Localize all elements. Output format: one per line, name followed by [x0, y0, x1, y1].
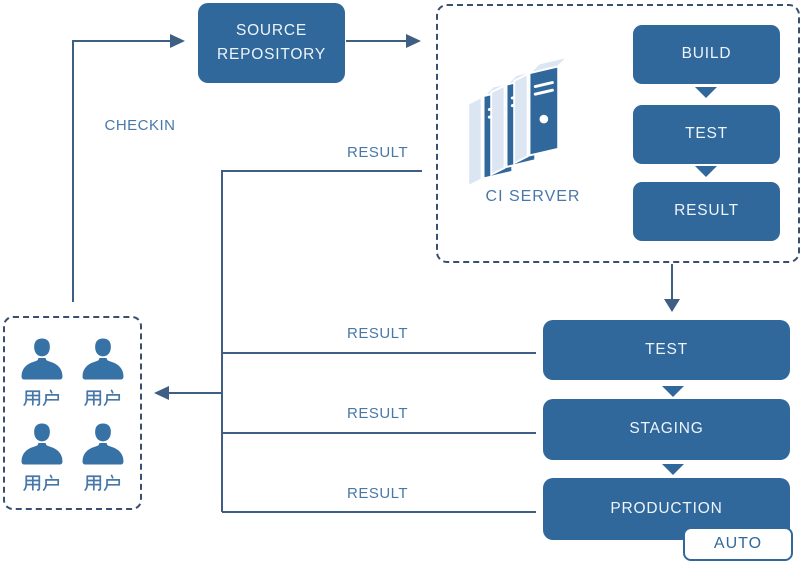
ci-step-test: TEST	[633, 105, 780, 164]
env-test-label: TEST	[645, 340, 688, 358]
server-icon	[466, 55, 570, 188]
arrowhead-into-users	[154, 386, 169, 400]
user-label-glyphs	[84, 474, 121, 491]
arrowhead-into-test	[664, 299, 680, 312]
arrowhead-into-ci	[406, 34, 421, 48]
user-cell: 用户	[73, 415, 135, 500]
env-production-label: PRODUCTION	[610, 499, 723, 517]
ci-server-label: CI SERVER	[485, 188, 581, 205]
person-icon	[21, 338, 63, 380]
source-repository-label-line1: SOURCE	[235, 21, 308, 39]
auto-badge-label: AUTO	[713, 535, 763, 552]
triangle-staging-to-production	[662, 464, 684, 475]
person-icon	[82, 423, 124, 465]
ci-step-test-label: TEST	[685, 125, 728, 143]
source-repository-label-line2: REPOSITORY	[216, 46, 327, 63]
result-edge-label-production: RESULT	[347, 485, 409, 502]
users-group: 用户 用户 用户 用户	[3, 316, 142, 510]
env-staging-node: STAGING	[543, 399, 790, 460]
user-cell: 用户	[73, 330, 135, 415]
auto-badge: AUTO	[683, 527, 793, 561]
result-edge-label-staging: RESULT	[347, 405, 409, 422]
checkin-line	[72, 40, 170, 302]
ci-step-result: RESULT	[633, 182, 780, 241]
ci-step-result-label: RESULT	[674, 202, 739, 220]
result-edge-label-test: RESULT	[347, 325, 409, 342]
user-cell: 用户	[11, 415, 73, 500]
result-edge-label-ci: RESULT	[347, 144, 409, 161]
user-cell: 用户	[11, 330, 73, 415]
ci-server-group: CI SERVER BUILD TEST RESULT	[436, 4, 800, 263]
user-label-glyphs	[23, 389, 59, 406]
env-test-node: TEST	[543, 320, 790, 380]
ci-step-build-label: BUILD	[681, 45, 732, 63]
env-staging-label: STAGING	[629, 420, 704, 438]
checkin-edge-label: CHECKIN	[104, 117, 176, 134]
triangle-test-to-staging	[662, 386, 684, 397]
user-label-glyphs	[23, 474, 59, 491]
person-icon	[21, 423, 63, 465]
source-repository-node: SOURCE REPOSITORY	[198, 3, 345, 83]
user-label-glyphs	[84, 389, 121, 406]
arrowhead-into-repo	[170, 34, 185, 48]
ci-step-build: BUILD	[633, 25, 780, 84]
person-icon	[82, 338, 124, 380]
